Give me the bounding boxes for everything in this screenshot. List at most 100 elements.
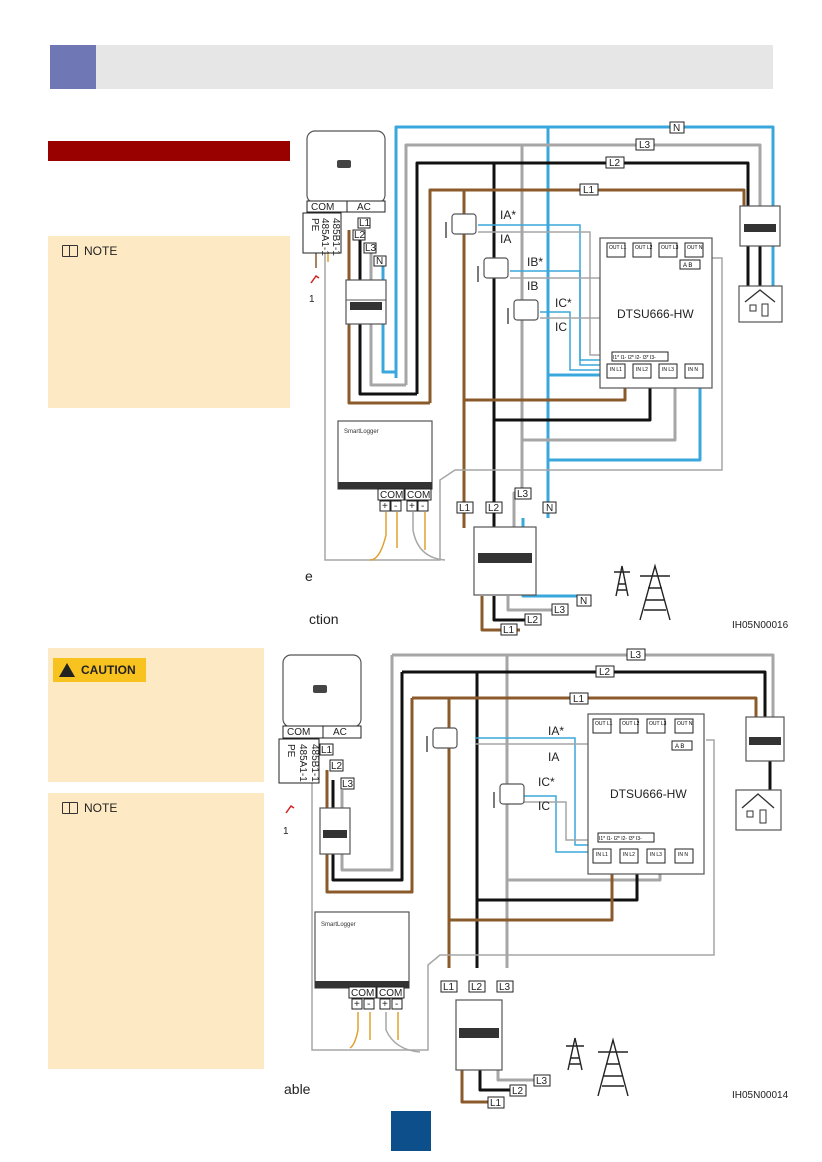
meter-in-l2: IN L2 bbox=[636, 367, 648, 373]
ct-label-ic-star: IC* bbox=[538, 775, 555, 789]
wire-tag-n: N bbox=[580, 596, 587, 607]
bottom-smartlogger: SmartLogger COM COM + - + - bbox=[314, 911, 410, 1010]
inverter-com-label: COM bbox=[287, 727, 310, 738]
top-inverter: COM AC PE 485A1-1 485B1-1 L1 L2 L3 N 1 bbox=[302, 130, 387, 325]
book-icon bbox=[62, 245, 78, 257]
wire-tag-l1: L1 bbox=[583, 185, 595, 196]
bottom-house-load bbox=[735, 716, 785, 831]
ct-label-ia: IA bbox=[548, 750, 559, 764]
house-icon bbox=[735, 789, 782, 831]
caption-fragment-e: e bbox=[305, 568, 313, 584]
note-box-top: NOTE bbox=[48, 236, 290, 408]
meter-in-l3: IN L3 bbox=[650, 852, 662, 858]
ct-label-ia-star: IA* bbox=[548, 724, 564, 738]
meter-model-label: DTSU666-HW bbox=[617, 307, 694, 321]
caption-fragment-ction: ction bbox=[309, 611, 339, 627]
meter-model-label: DTSU666-HW bbox=[610, 787, 687, 801]
ct-label-ic-star: IC* bbox=[555, 296, 572, 310]
top-wire-tags: N L3 L2 L1 bbox=[579, 121, 685, 196]
note-label: NOTE bbox=[84, 801, 118, 815]
callout-1: 1 bbox=[309, 294, 315, 305]
figure-ref-id: IH05N00016 bbox=[732, 620, 789, 631]
meter-out-l2: OUT L2 bbox=[635, 245, 653, 251]
wire-tag-l2: L2 bbox=[331, 761, 343, 772]
ct-label-ia: IA bbox=[500, 232, 511, 246]
section-number-badge bbox=[50, 45, 96, 89]
terminal-plus: + bbox=[354, 999, 360, 1010]
inverter-ac-label: AC bbox=[357, 202, 371, 213]
meter-in-n: IN N bbox=[678, 852, 688, 858]
wire-tag-l3: L3 bbox=[536, 1076, 548, 1087]
wire-tag-l3: L3 bbox=[365, 243, 377, 254]
terminal-plus: + bbox=[382, 999, 388, 1010]
meter-out-n: OUT N bbox=[677, 721, 693, 727]
meter-in-l3: IN L3 bbox=[662, 367, 674, 373]
caution-box: CAUTION bbox=[48, 648, 264, 782]
figure-ref-id: IH05N00014 bbox=[732, 1090, 789, 1101]
top-grid-side: L1 L2 L3 N N L3 L2 L1 IH05N00016 bbox=[456, 487, 789, 636]
terminal-minus: - bbox=[394, 501, 397, 512]
ct-label-ib: IB bbox=[527, 279, 538, 293]
inverter-ac-label: AC bbox=[333, 727, 347, 738]
ct-label-ic: IC bbox=[538, 799, 550, 813]
section-header-bar bbox=[50, 45, 773, 89]
meter-out-l1: OUT L1 bbox=[595, 721, 613, 727]
terminal-485b: 485B1-1 bbox=[330, 218, 341, 256]
meter-rs485: A B bbox=[683, 263, 692, 269]
terminal-plus: + bbox=[409, 501, 415, 512]
meter-rs485: A B bbox=[675, 744, 684, 750]
wire-tag-l1: L1 bbox=[573, 694, 585, 705]
inverter-com-label: COM bbox=[311, 202, 334, 213]
top-current-transformers: IA* IA IB* IB IC* IC bbox=[445, 208, 572, 334]
caution-header: CAUTION bbox=[53, 658, 146, 682]
caption-fragment-able: able bbox=[284, 1081, 311, 1097]
logger-com-1: COM bbox=[380, 490, 403, 501]
meter-out-l1: OUT L1 bbox=[609, 245, 627, 251]
note-header: NOTE bbox=[62, 244, 117, 258]
wire-tag-l2: L2 bbox=[599, 667, 611, 678]
wire-tag-l3: L3 bbox=[630, 650, 642, 661]
wire-tag-l1: L1 bbox=[490, 1098, 502, 1109]
wire-tag-l1: L1 bbox=[443, 982, 455, 993]
meter-in-l1: IN L1 bbox=[596, 852, 608, 858]
wire-tag-n: N bbox=[546, 503, 553, 514]
terminal-pe: PE bbox=[285, 744, 296, 758]
meter-ct-strip: I1* I1- I2* I2- I3* I3- bbox=[613, 355, 656, 361]
meter-ct-strip: I1* I1- I2* I2- I3* I3- bbox=[599, 836, 642, 842]
wire-tag-l2: L2 bbox=[354, 230, 366, 241]
wire-tag-l2: L2 bbox=[471, 982, 483, 993]
wire-tag-l3: L3 bbox=[554, 605, 566, 616]
meter-in-n: IN N bbox=[688, 367, 698, 373]
terminal-pe: PE bbox=[309, 218, 320, 232]
wire-tag-l1: L1 bbox=[503, 625, 515, 636]
wire-tag-l2: L2 bbox=[609, 158, 621, 169]
top-smartlogger: SmartLogger COM COM + - + - bbox=[337, 420, 433, 512]
wire-tag-l3: L3 bbox=[639, 140, 651, 151]
page-number-badge bbox=[391, 1111, 431, 1151]
bottom-wire-tags: L3 L2 L1 bbox=[569, 648, 646, 705]
top-house-load bbox=[738, 205, 783, 323]
ct-label-ib-star: IB* bbox=[527, 255, 543, 269]
logger-name: SmartLogger bbox=[344, 429, 379, 435]
warning-triangle-icon bbox=[59, 663, 75, 677]
power-pylon-icon bbox=[614, 563, 671, 621]
bottom-meter-dtsu666: OUT L1 OUT L2 OUT L3 OUT N A B DTSU666-H… bbox=[587, 713, 705, 875]
top-meter-dtsu666: OUT L1 OUT L2 OUT L3 OUT N A B DTSU666-H… bbox=[599, 237, 713, 389]
power-pylon-icon bbox=[566, 1037, 629, 1097]
wire-tag-l3: L3 bbox=[342, 779, 354, 790]
bottom-current-transformers: IA* IA IC* IC bbox=[426, 724, 564, 813]
meter-out-n: OUT N bbox=[687, 245, 703, 251]
logger-com-1: COM bbox=[351, 988, 374, 999]
wire-tag-l2: L2 bbox=[512, 1086, 524, 1097]
logger-com-2: COM bbox=[379, 988, 402, 999]
terminal-plus: + bbox=[382, 501, 388, 512]
subsection-title-bar bbox=[48, 141, 290, 161]
meter-in-l1: IN L1 bbox=[610, 367, 622, 373]
terminal-minus: - bbox=[367, 999, 370, 1010]
note-header: NOTE bbox=[62, 801, 117, 815]
terminal-minus: - bbox=[421, 501, 424, 512]
book-icon bbox=[62, 802, 78, 814]
note-box-bottom: NOTE bbox=[48, 793, 264, 1069]
wire-tag-n: N bbox=[673, 123, 680, 134]
